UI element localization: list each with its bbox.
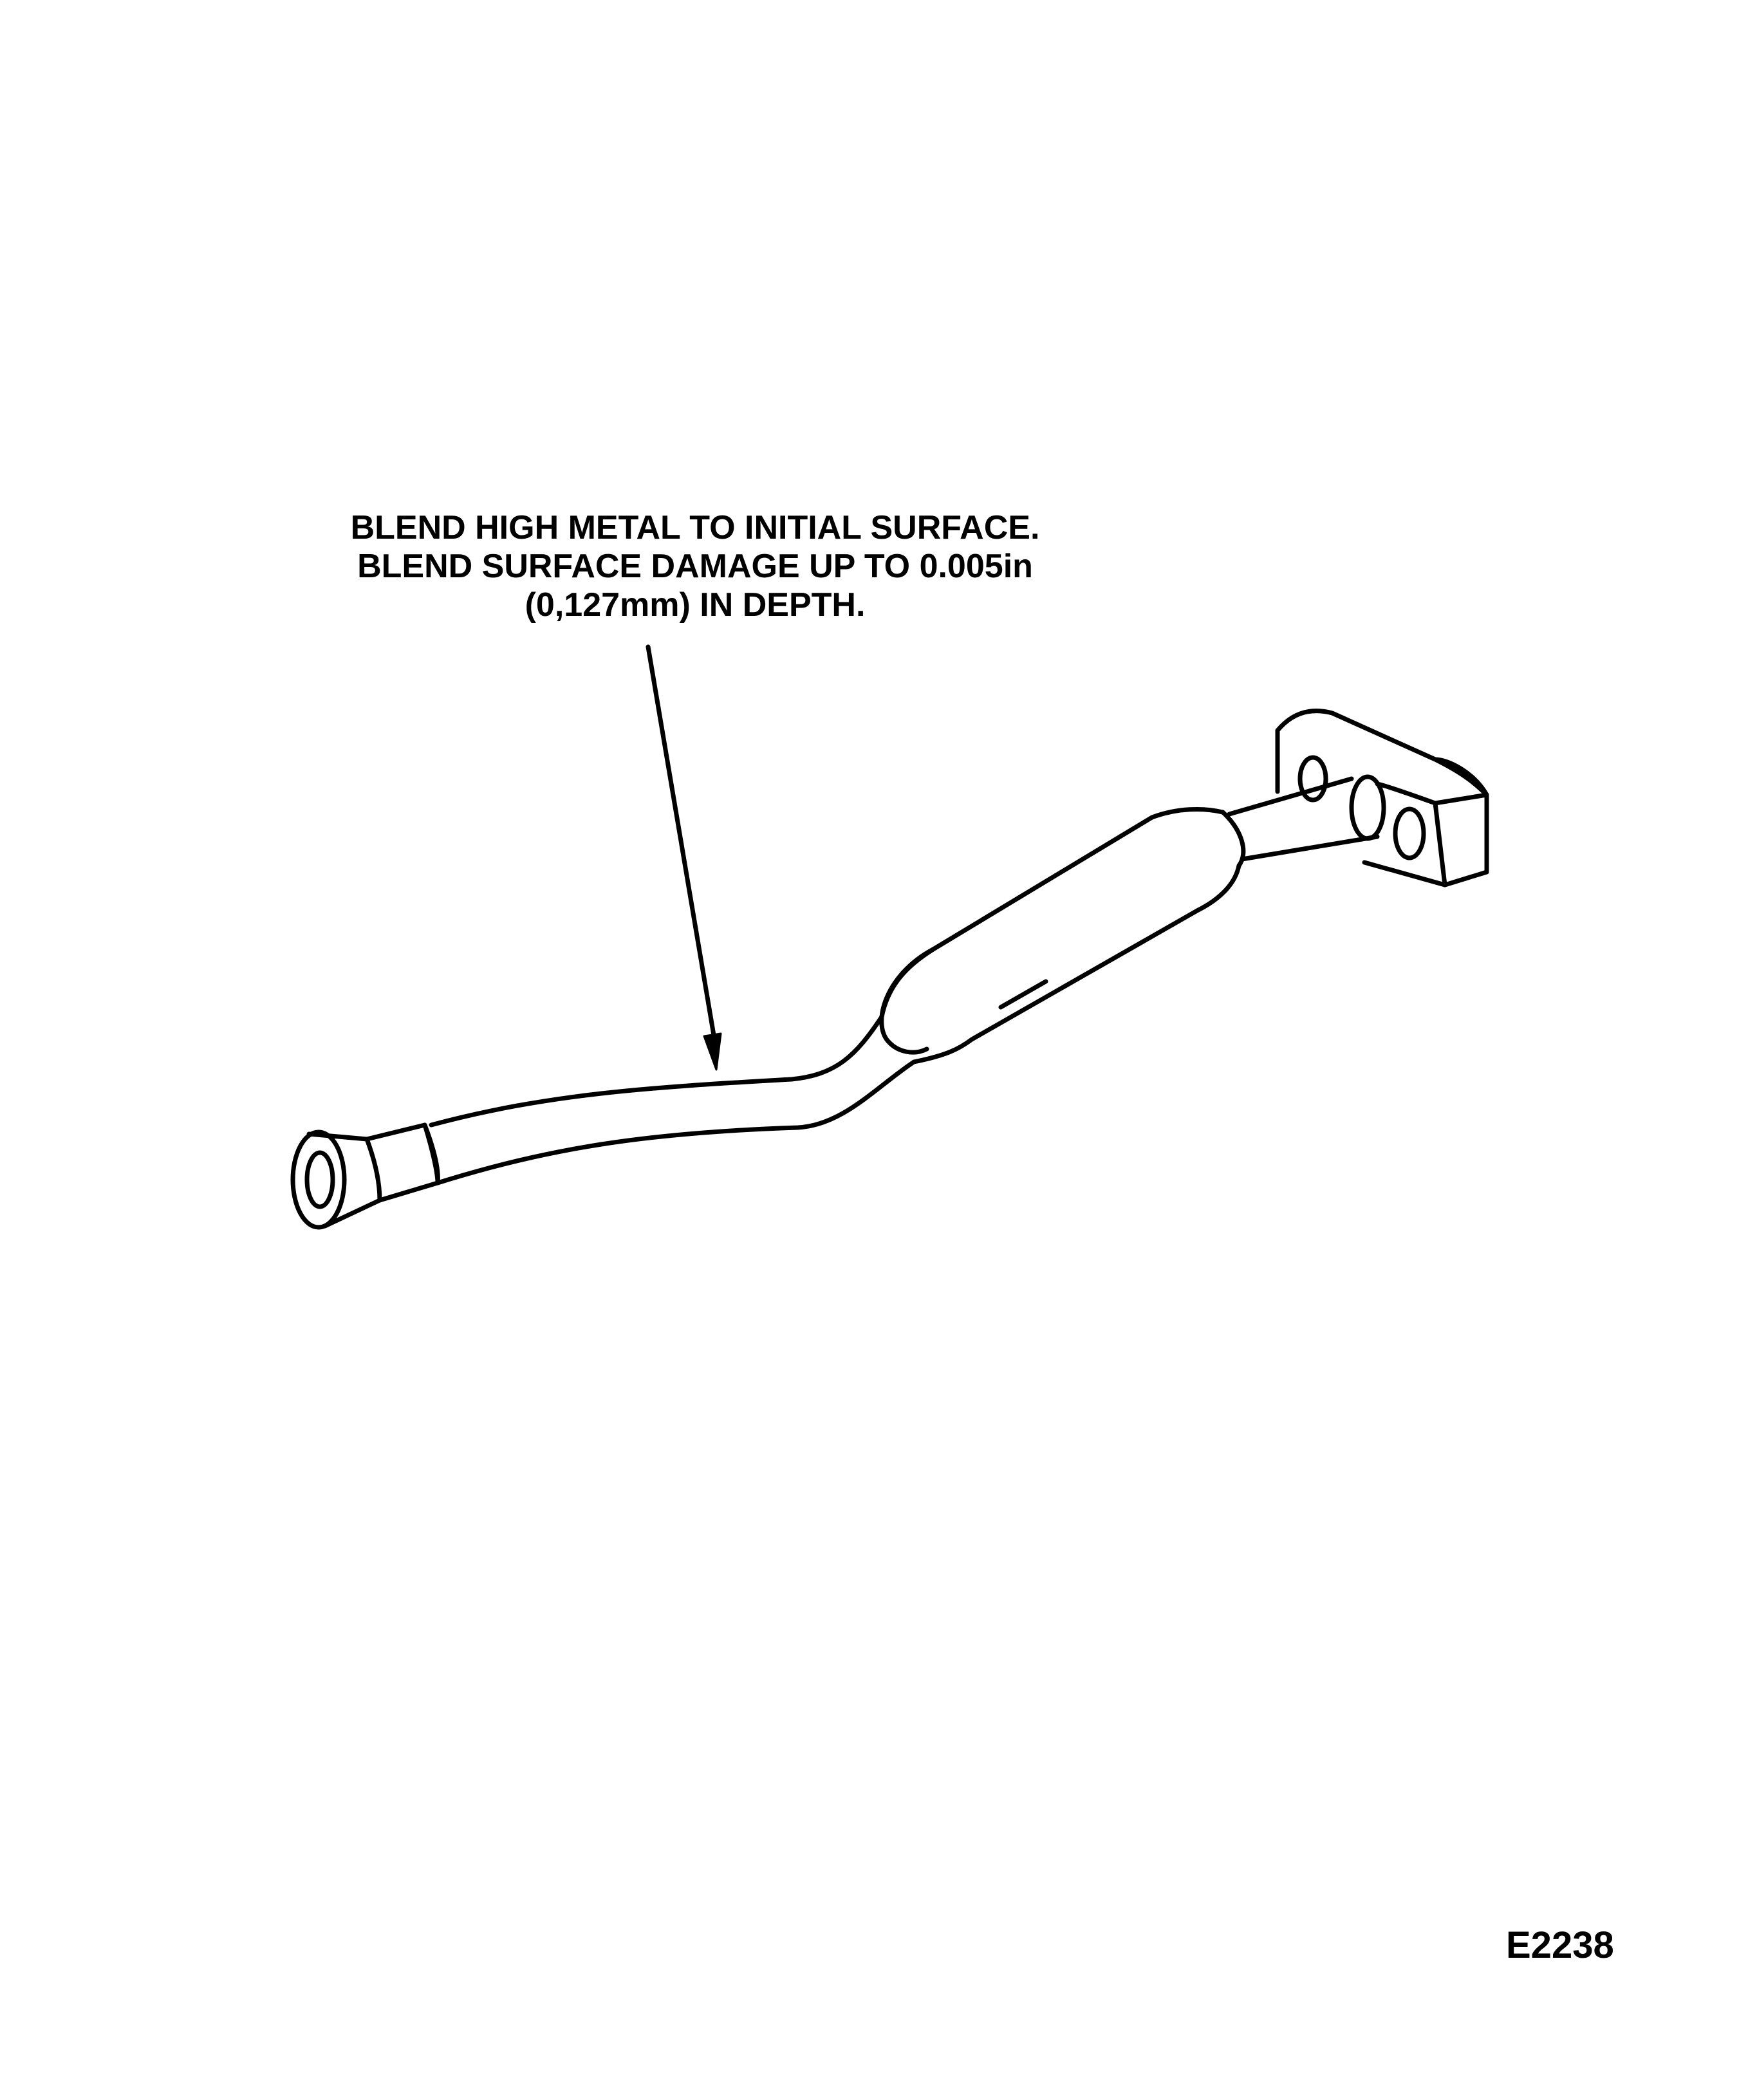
- callout-line-1: BLEND HIGH METAL TO INITIAL SURFACE.: [350, 509, 1040, 546]
- tube-bulge: [879, 807, 1246, 1064]
- end-fitting: [290, 1122, 440, 1230]
- figure-id: E2238: [1506, 1924, 1614, 1966]
- callout-text: BLEND HIGH METAL TO INITIAL SURFACE. BLE…: [245, 508, 1146, 624]
- flange: [1275, 709, 1489, 887]
- callout-line-3: (0,127mm) IN DEPTH.: [525, 586, 866, 624]
- tube-stub: [1227, 774, 1386, 862]
- callout-line-2: BLEND SURFACE DAMAGE UP TO 0.005in: [357, 548, 1033, 585]
- leader-arrow: [646, 644, 722, 1071]
- tube: [429, 1014, 916, 1185]
